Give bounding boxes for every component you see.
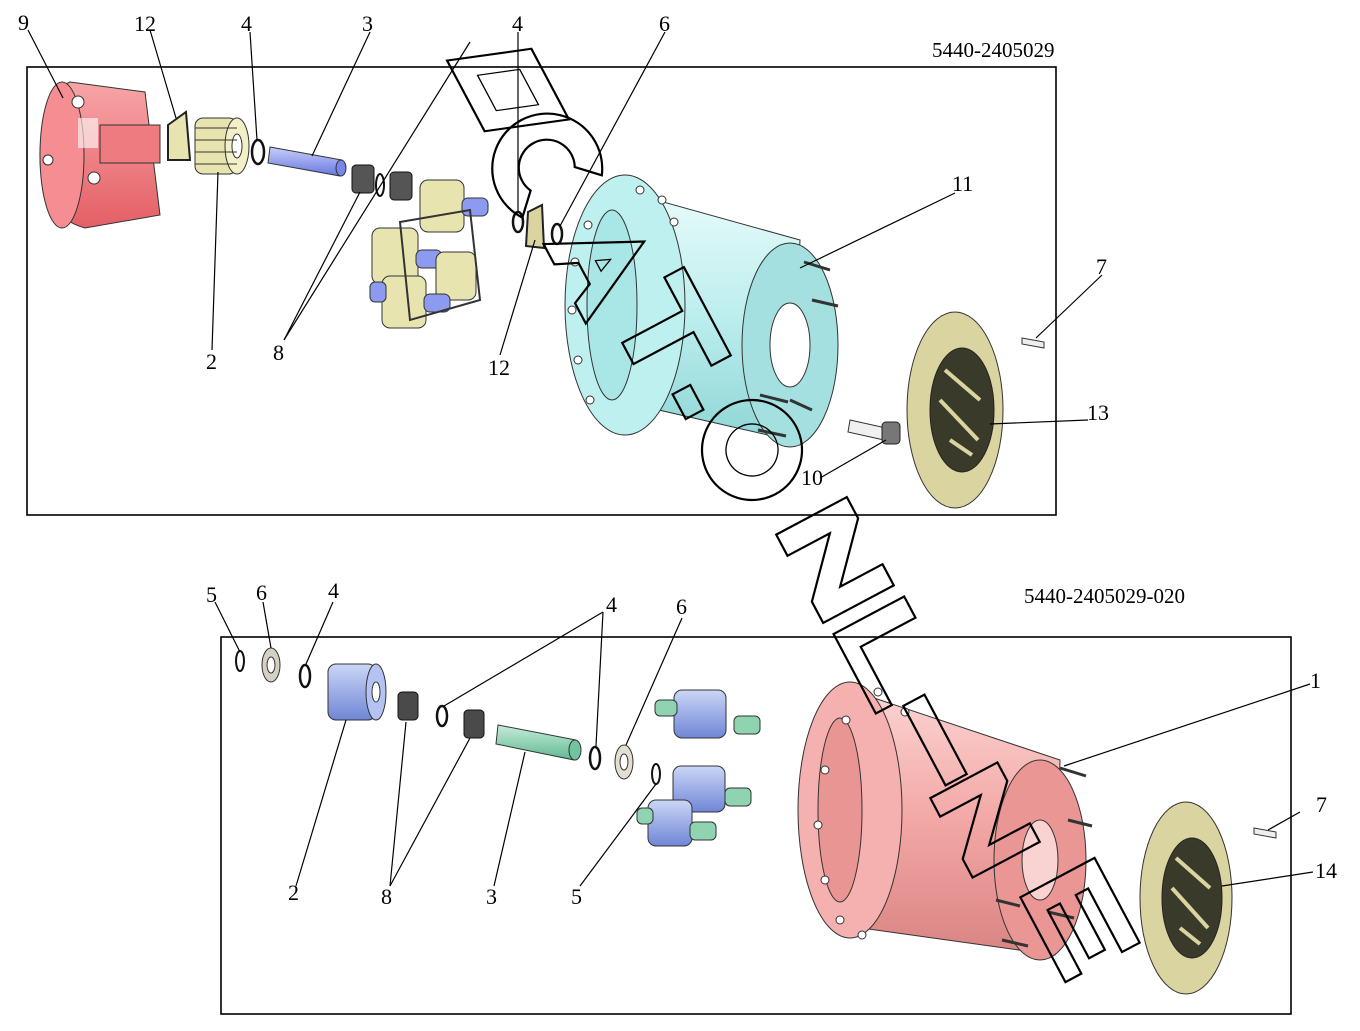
callout-3-top: 3 [362,11,373,36]
top-callout-labels: 9 12 4 3 4 6 11 7 13 10 12 8 2 5440-2405… [18,10,1109,490]
ring-4-top-left [250,138,266,166]
bottom-assembly [220,636,1292,1015]
callout-5-bottom-right: 5 [571,884,582,909]
planet-carrier [39,81,161,229]
callout-6-top: 6 [659,11,670,36]
hub-housing-bottom [797,681,1093,961]
leader-lines [27,29,1314,887]
lock-plate-right [524,203,546,250]
ring-5-left [235,650,245,672]
sun-gear-top [194,117,250,175]
callout-6-bottom-right: 6 [676,594,687,619]
needle-bearing-1-bottom [397,691,419,721]
washer-6-left [261,647,281,683]
callout-2-top: 2 [206,349,217,374]
watermark-logo [445,47,1142,984]
shaft-bottom [495,724,582,761]
callout-4-top-right: 4 [512,11,523,36]
ring-5-right [651,763,661,785]
shaft-top [267,146,347,177]
callout-4-top-left: 4 [241,11,252,36]
callout-6-bottom-left: 6 [256,580,267,605]
callout-8-top: 8 [273,340,284,365]
cover-plate-bottom [1139,801,1233,995]
planet-gears-bottom [636,689,761,847]
bottom-callout-labels: 5 6 4 4 6 1 7 14 5 3 8 2 5440-2405029-02… [206,578,1337,909]
hub-housing-top [564,174,839,448]
ring-4-bottom-right [588,745,602,771]
top-assembly [26,66,1057,516]
callout-9: 9 [18,10,29,35]
callout-7-top: 7 [1096,254,1107,279]
washer-6-top [550,222,564,246]
callout-4-bottom-left: 4 [328,578,339,603]
cover-plate-top [906,311,1004,509]
callout-4-bottom-right: 4 [606,592,617,617]
bottom-assembly-frame [220,636,1292,1015]
planet-gears-top [369,179,489,329]
callout-5-bottom-left: 5 [206,582,217,607]
callout-12-top-mid: 12 [488,355,510,380]
callout-14: 14 [1315,858,1337,883]
callout-8-bottom: 8 [381,884,392,909]
callout-2-bottom: 2 [288,880,299,905]
callout-13: 13 [1087,400,1109,425]
callout-12-top-left: 12 [134,11,156,36]
ring-4-bottom-left [298,663,312,689]
callout-1: 1 [1310,668,1321,693]
top-part-number: 5440-2405029 [932,38,1055,62]
pin-7-top [1021,337,1045,349]
bottom-part-number: 5440-2405029-020 [1024,584,1185,608]
callout-3-bottom: 3 [486,884,497,909]
callout-11: 11 [952,171,973,196]
callout-10: 10 [801,465,823,490]
bolt-10 [847,419,901,445]
callout-7-bottom: 7 [1316,792,1327,817]
lock-plate-left [167,110,192,161]
needle-bearing-2-bottom [463,709,485,739]
washer-6-right [614,744,634,780]
ring-4-bottom-mid [435,704,449,728]
needle-bearings-top [351,164,413,201]
sun-gear-bottom [327,663,387,721]
pin-7-bottom [1253,827,1277,839]
